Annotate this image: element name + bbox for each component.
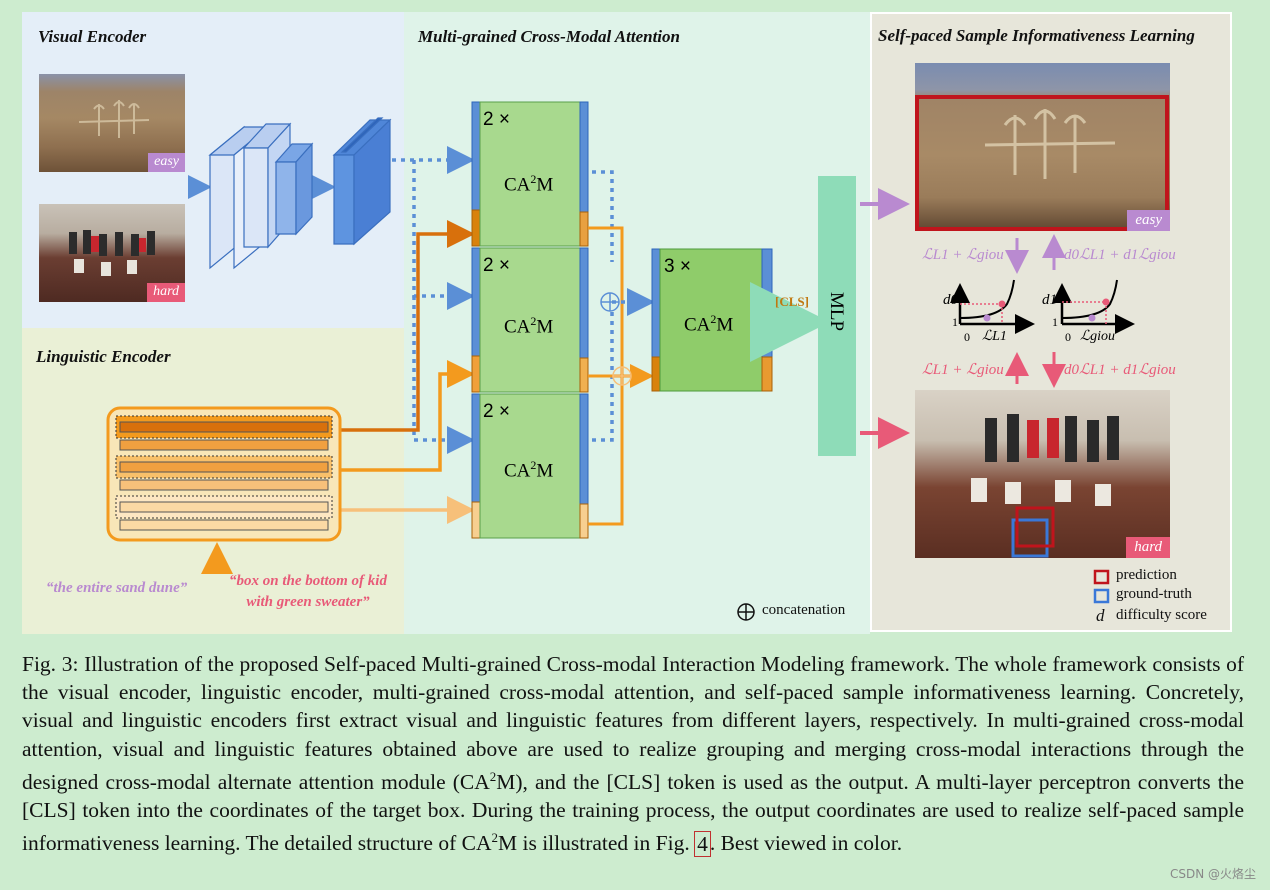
loss-top-left: ℒL1 + ℒgiou: [922, 247, 1004, 263]
legend-d-symbol: d: [1096, 606, 1105, 625]
watermark: CSDN @火烙尘: [1169, 867, 1256, 881]
block4-repeat: 3 ×: [664, 256, 691, 277]
easy-image-small: easy: [39, 74, 185, 172]
visual-encoder-title: Visual Encoder: [38, 27, 147, 46]
block2-repeat: 2 ×: [483, 255, 510, 276]
easy-tag-large: easy: [1127, 210, 1170, 231]
legend-prediction: prediction: [1116, 567, 1177, 583]
query-easy: “the entire sand dune”: [46, 580, 188, 596]
plot-right-one: 1: [1052, 315, 1058, 329]
figure-reference-link[interactable]: 4: [694, 830, 711, 857]
hard-image-large: hard: [915, 390, 1170, 558]
plot-left-zero: 0: [964, 330, 970, 344]
block1-repeat: 2 ×: [483, 109, 510, 130]
prediction-box: [915, 95, 1169, 231]
diagram-shapes: [106, 101, 1135, 621]
legend-difficulty: difficulty score: [1116, 607, 1207, 623]
self-paced-title: Self-paced Sample Informativeness Learni…: [878, 26, 1195, 45]
legend-concatenation: concatenation: [762, 602, 846, 618]
mlp-label: MLP: [826, 292, 847, 332]
plot-left-y: d0: [943, 292, 958, 308]
plot-right-x: ℒgiou: [1080, 329, 1115, 344]
easy-image-large: easy: [915, 63, 1170, 231]
plot-left-one: 1: [952, 315, 958, 329]
linguistic-encoder-title: Linguistic Encoder: [36, 347, 171, 366]
people-drawing-large: [971, 414, 1119, 558]
figure-caption: Fig. 3: Illustration of the proposed Sel…: [22, 652, 1244, 857]
figure: Visual Encoder Linguistic Encoder Multi-…: [22, 12, 1234, 634]
loss-bottom-right: d0ℒL1 + d1ℒgiou: [1064, 362, 1176, 378]
prediction-box-hard: [1015, 506, 1055, 548]
ca2m-label-2: CA2M: [504, 314, 554, 338]
easy-tag: easy: [148, 153, 185, 172]
geoglyph-drawing: [78, 100, 150, 138]
geoglyph-drawing-large: [915, 95, 1169, 231]
cls-label: [CLS]: [775, 294, 809, 309]
plot-left-x: ℒL1: [982, 329, 1007, 344]
hard-image-small: hard: [39, 204, 185, 302]
hard-tag: hard: [147, 283, 185, 302]
plot-right-zero: 0: [1065, 330, 1071, 344]
plot-right-y: d1: [1042, 292, 1057, 308]
legend-ground-truth: ground-truth: [1116, 586, 1192, 602]
block3-repeat: 2 ×: [483, 401, 510, 422]
people-drawing: [69, 230, 155, 276]
ca2m-label-1: CA2M: [504, 172, 554, 196]
ground-truth-box: [1011, 518, 1049, 558]
attention-title: Multi-grained Cross-Modal Attention: [418, 27, 680, 46]
hard-tag-large: hard: [1126, 537, 1170, 558]
ca2m-label-4: CA2M: [684, 312, 734, 336]
ca2m-label-3: CA2M: [504, 458, 554, 482]
loss-top-right: d0ℒL1 + d1ℒgiou: [1064, 247, 1176, 263]
loss-bottom-left: ℒL1 + ℒgiou: [922, 362, 1004, 378]
